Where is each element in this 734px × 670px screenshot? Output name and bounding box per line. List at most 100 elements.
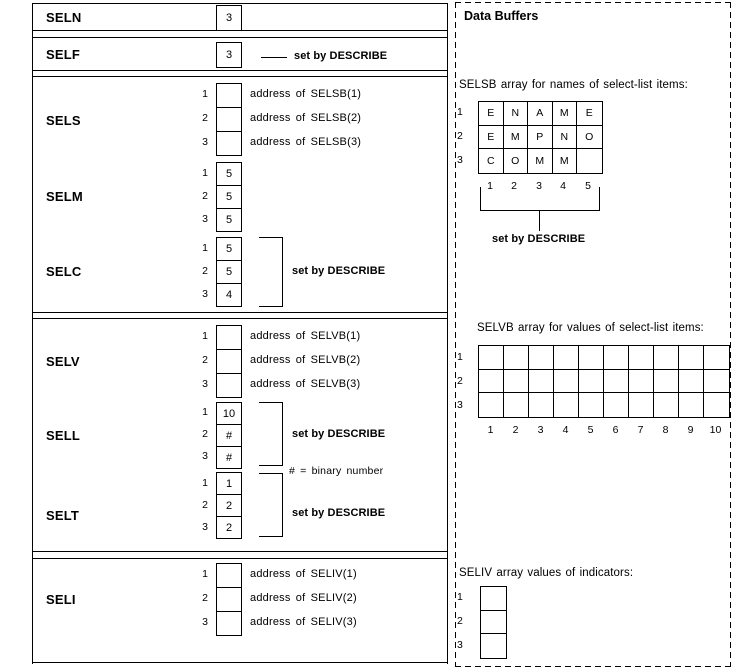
selsb-cell: E [479, 102, 504, 126]
selsb-col-label: 2 [511, 180, 517, 192]
selsb-cell: P [528, 125, 553, 149]
selvb-row-label: 1 [457, 351, 463, 363]
selc-bracket [259, 237, 283, 307]
selsb-cell: M [503, 125, 528, 149]
selvb-cell [629, 393, 654, 417]
register-label-selc: SELC [46, 264, 82, 279]
selvb-cell [479, 393, 504, 417]
address-note: address of SELVB(2) [250, 354, 361, 366]
selt-describe-annotation: set by DESCRIBE [292, 507, 386, 519]
register-label-seln: SELN [46, 10, 82, 25]
selvb-cell [704, 393, 729, 417]
seli-cell [216, 587, 242, 612]
address-note: address of SELIV(2) [250, 592, 357, 604]
selvb-cell [629, 369, 654, 393]
selvb-col-label: 1 [487, 424, 494, 436]
selvb-row-label: 2 [457, 375, 463, 387]
selsb-cell: O [504, 149, 528, 173]
left-panel-frame [32, 3, 448, 664]
selsb-col-label: 5 [585, 180, 591, 192]
seln-value-cell: 3 [216, 5, 242, 31]
selvb-cell [704, 370, 729, 393]
selvb-cell [529, 393, 554, 417]
selsb-title: SELSB array for names of select-list ite… [459, 79, 688, 91]
data-buffers-title: Data Buffers [464, 9, 539, 23]
selm-cell: 5 [216, 185, 242, 209]
selvb-title: SELVB array for values of select-list it… [477, 322, 704, 334]
register-label-self: SELF [46, 47, 81, 62]
selsb-col-label: 3 [536, 180, 542, 192]
selsb-cell: M [553, 149, 577, 173]
seli-cell [216, 563, 242, 588]
address-note: address of SELIV(3) [250, 616, 357, 628]
selsb-cell [577, 149, 602, 173]
selsb-row-label: 3 [457, 154, 463, 166]
seliv-cell [481, 634, 506, 658]
row-index: 2 [202, 428, 208, 440]
sell-cell: # [216, 424, 242, 447]
selc-cell: 4 [216, 283, 242, 307]
data-buffers-border-right [730, 2, 731, 667]
row-index: 2 [202, 190, 208, 202]
selvb-cell [604, 369, 629, 393]
selvb-cell [504, 393, 529, 417]
register-label-sels: SELS [46, 113, 81, 128]
selsb-cell: N [552, 125, 577, 149]
selsb-cell: A [528, 102, 553, 126]
selvb-cell [704, 346, 729, 370]
selvb-cell [654, 393, 679, 417]
selvb-cell [479, 369, 504, 393]
selc-cell: 5 [216, 260, 242, 284]
sell-describe-annotation: set by DESCRIBE [292, 428, 386, 440]
register-label-selv: SELV [46, 354, 80, 369]
selvb-col-label: 6 [612, 424, 619, 436]
selm-cell: 5 [216, 162, 242, 186]
selsb-cell: C [479, 149, 504, 173]
seliv-row-label: 3 [457, 639, 463, 651]
selsb-cell: N [503, 102, 528, 126]
selvb-cell [504, 346, 529, 370]
seliv-row-label: 2 [457, 615, 463, 627]
address-note: address of SELVB(3) [250, 378, 361, 390]
data-buffers-border-top [455, 2, 731, 3]
selsb-brace-stem [539, 211, 540, 231]
selvb-cell [504, 369, 529, 393]
selsb-col-label: 4 [560, 180, 566, 192]
selvb-cell [629, 346, 654, 370]
register-label-selt: SELT [46, 508, 80, 523]
selvb-cell [679, 369, 704, 393]
selvb-cell [654, 346, 679, 370]
seliv-row-label: 1 [457, 591, 463, 603]
sels-cell [216, 131, 242, 156]
row-index: 1 [202, 406, 208, 418]
selt-cell: 1 [216, 472, 242, 495]
selvb-col-label: 10 [709, 424, 722, 436]
sell-cell: 10 [216, 402, 242, 425]
selc-cell: 5 [216, 237, 242, 261]
selv-cell [216, 373, 242, 398]
row-index: 1 [202, 477, 208, 489]
selv-cell [216, 349, 242, 374]
selvb-cell [654, 369, 679, 393]
selm-cell: 5 [216, 208, 242, 232]
selvb-cell [579, 369, 604, 393]
selvb-cell [479, 346, 504, 370]
row-index: 3 [202, 450, 208, 462]
selv-cell [216, 325, 242, 350]
row-index: 3 [202, 213, 208, 225]
row-index: 2 [202, 265, 208, 277]
address-note: address of SELVB(1) [250, 330, 361, 342]
row-index: 2 [202, 112, 208, 124]
address-note: address of SELSB(2) [250, 112, 362, 124]
row-index: 3 [202, 616, 208, 628]
binary-number-footnote: # = binary number [289, 465, 384, 477]
selsb-cell: M [552, 102, 577, 126]
seliv-cell [481, 611, 506, 634]
seliv-grid [480, 586, 507, 659]
selvb-col-label: 8 [662, 424, 669, 436]
selc-describe-annotation: set by DESCRIBE [292, 265, 386, 277]
selvb-cell [579, 346, 604, 370]
selvb-col-label: 2 [512, 424, 519, 436]
